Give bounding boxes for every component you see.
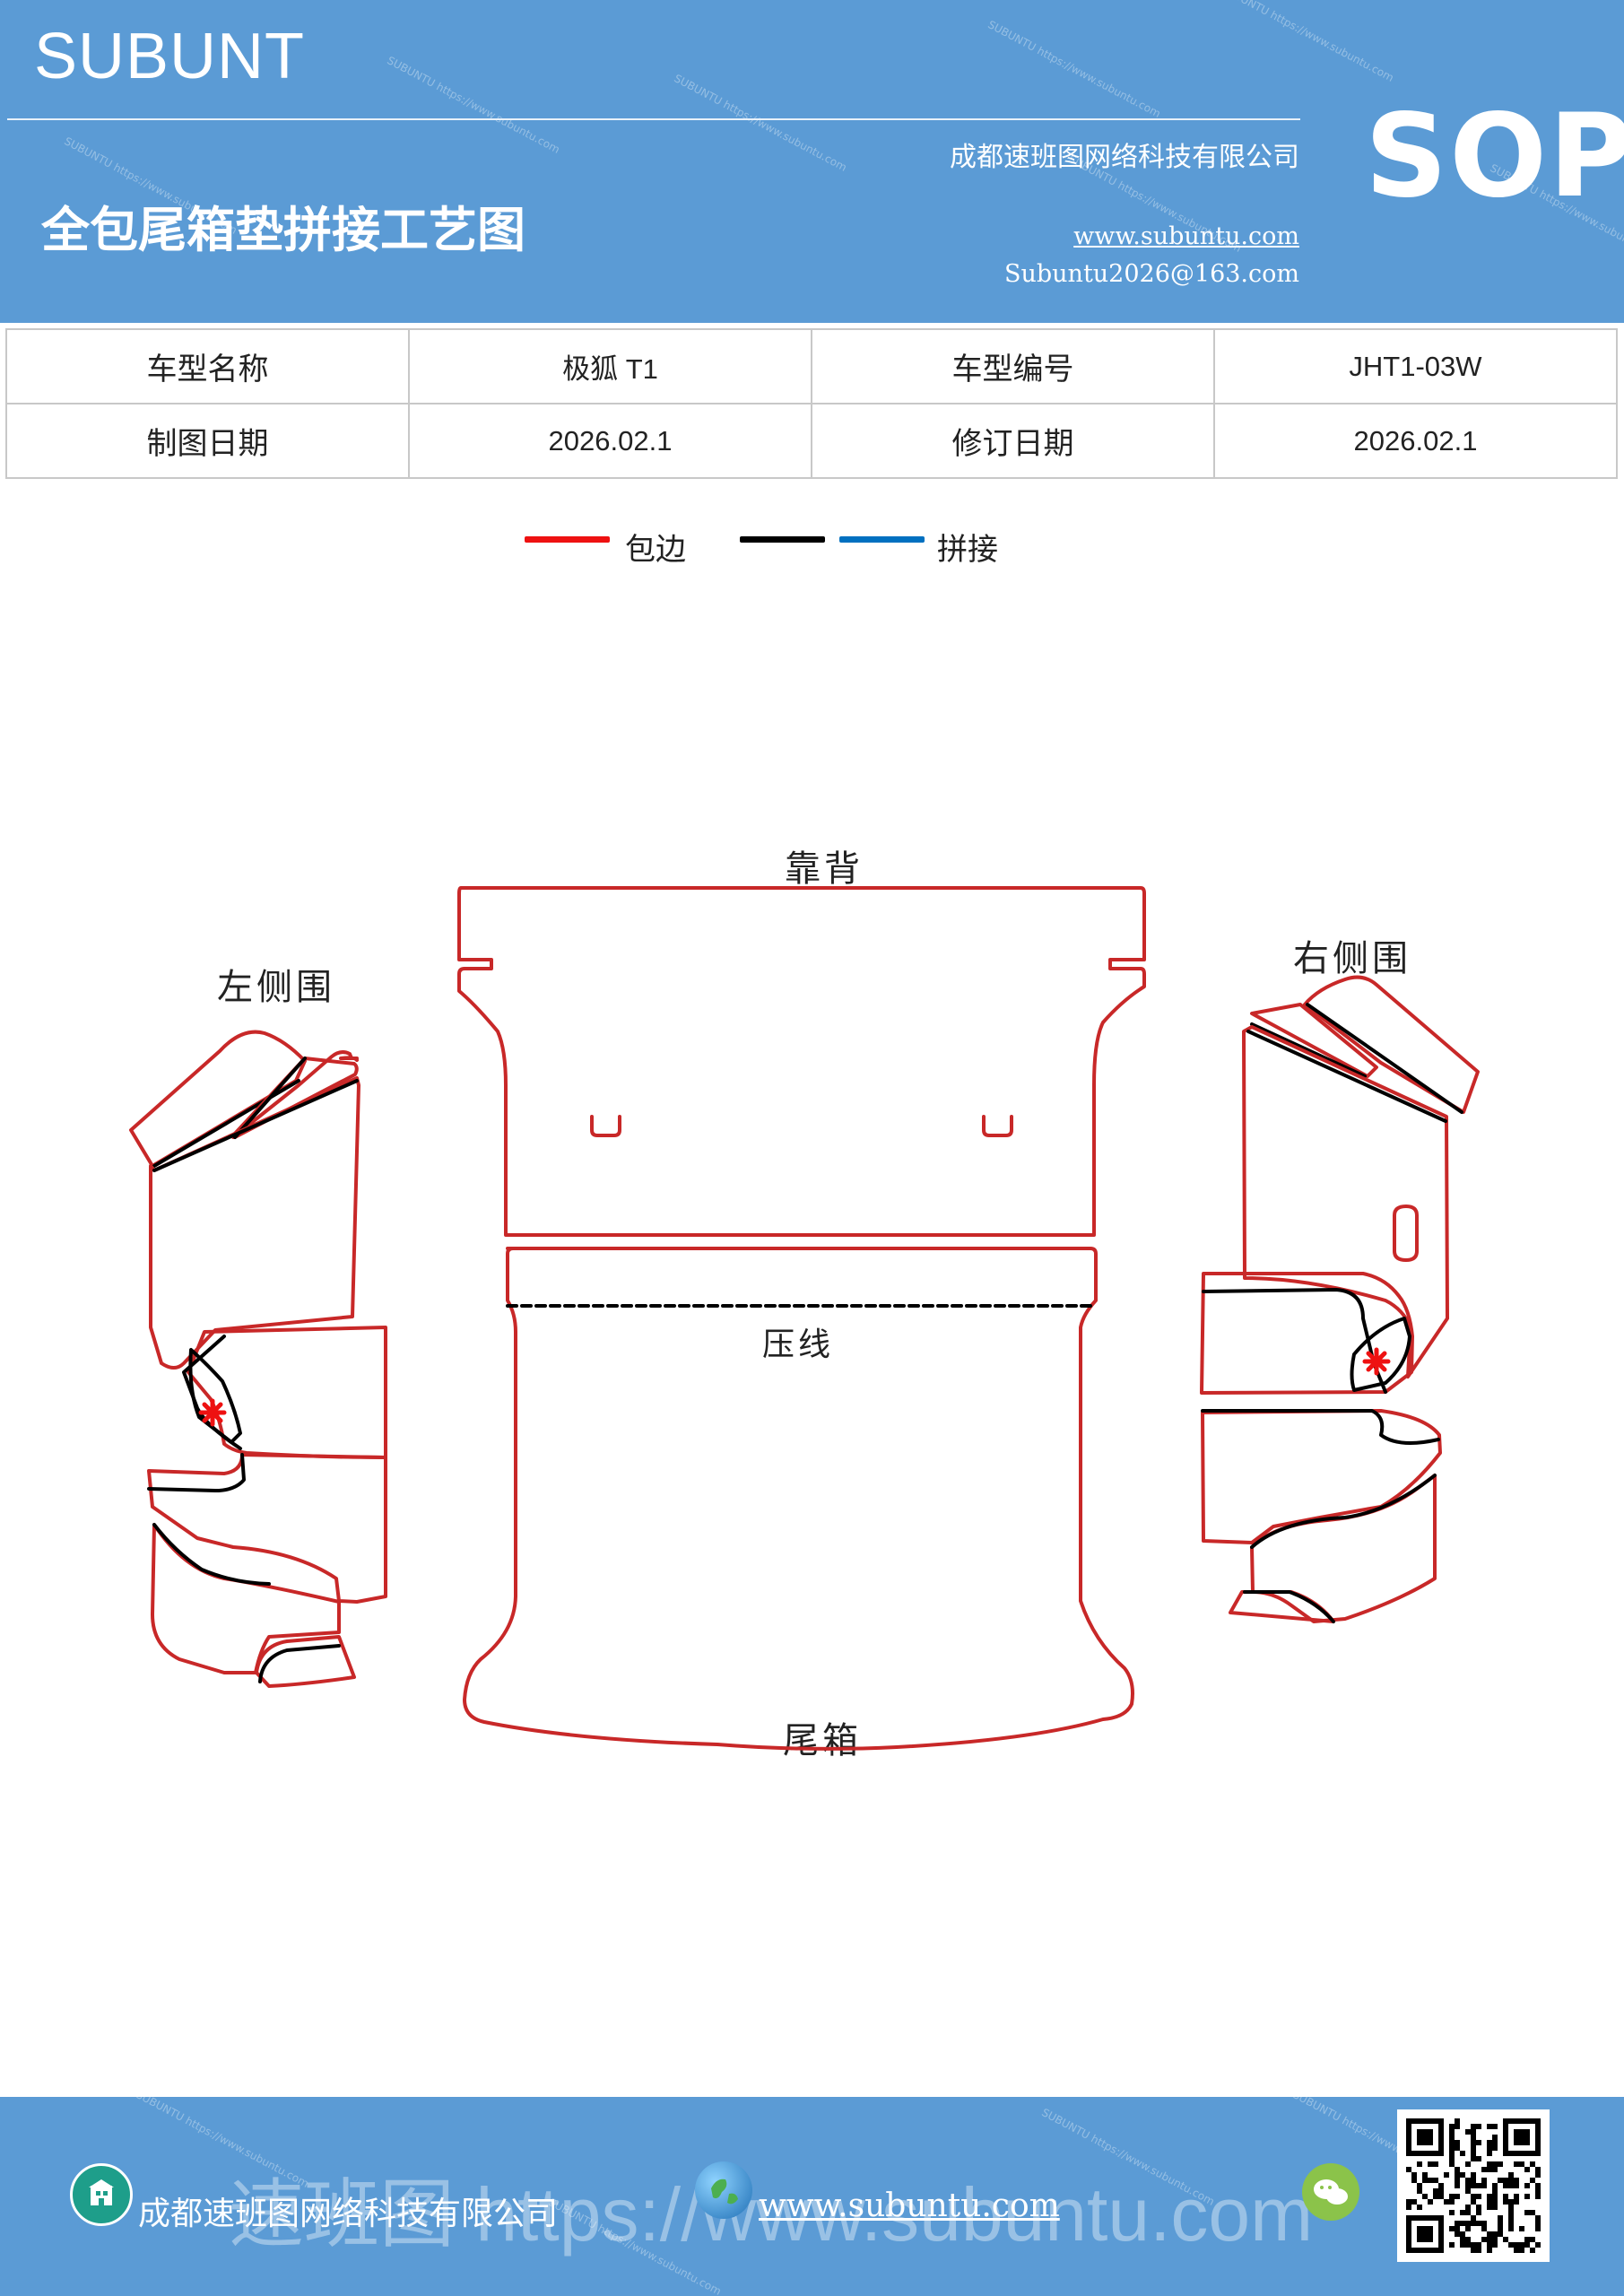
right-pocket bbox=[1350, 1317, 1411, 1392]
label-crease-line: 压线 bbox=[762, 1326, 835, 1363]
globe-icon bbox=[695, 2161, 752, 2219]
header-divider bbox=[7, 118, 1300, 120]
right-top-seam bbox=[1306, 1003, 1463, 1114]
right-main-seam bbox=[1246, 1030, 1447, 1123]
right-lower-panel bbox=[1201, 1409, 1442, 1544]
left-lower-seam bbox=[147, 1453, 246, 1492]
company-name: 成都速班图网络科技有限公司 bbox=[950, 142, 1299, 173]
building-icon bbox=[70, 2163, 133, 2226]
watermark: SUBUNTU https://www.subuntu.com bbox=[1219, 0, 1396, 84]
table-row: 车型名称 极狐 T1 车型编号 JHT1-03W bbox=[5, 328, 1618, 404]
sop-badge: SOP bbox=[1365, 90, 1624, 223]
diagram-svg bbox=[129, 886, 1480, 1751]
footer-website-link[interactable]: www.subuntu.com bbox=[759, 2187, 1060, 2224]
right-window bbox=[1393, 1205, 1419, 1262]
legend-label-seam: 拼接 bbox=[937, 532, 998, 568]
backrest-slot-left bbox=[590, 1115, 621, 1137]
value-model-code: JHT1-03W bbox=[1213, 328, 1618, 404]
right-top-tab-seam bbox=[1250, 1022, 1367, 1078]
label-backrest: 靠背 bbox=[785, 848, 864, 890]
right-asterisk-mark bbox=[1362, 1347, 1391, 1376]
right-lower-seam bbox=[1201, 1409, 1440, 1445]
header-banner: SUBUNTU https://www.subuntu.com SUBUNTU … bbox=[0, 0, 1624, 323]
right-foot-seam bbox=[1243, 1590, 1335, 1623]
value-draw-date: 2026.02.1 bbox=[408, 403, 812, 479]
backrest-slot-right bbox=[982, 1115, 1013, 1137]
backrest-panel-outline bbox=[457, 886, 1146, 1237]
right-mid-seam bbox=[1202, 1288, 1387, 1394]
legend-label-binding: 包边 bbox=[625, 532, 686, 568]
left-foot-strip bbox=[255, 1635, 356, 1688]
value-model-name: 极狐 T1 bbox=[408, 328, 812, 404]
label-left-side-panel: 左侧围 bbox=[217, 967, 335, 1008]
left-tab-seam bbox=[233, 1057, 307, 1139]
legend-swatch-seam bbox=[839, 536, 925, 543]
right-bottom-panel bbox=[1250, 1474, 1437, 1623]
legend-swatch-black bbox=[740, 536, 825, 543]
label-model-code: 车型编号 bbox=[811, 328, 1215, 404]
label-model-name: 车型名称 bbox=[5, 328, 410, 404]
website-link[interactable]: www.subuntu.com bbox=[1073, 222, 1299, 250]
brand-logo-text: SUBUNT bbox=[34, 21, 306, 92]
qr-code[interactable] bbox=[1397, 2109, 1550, 2262]
label-trunk-floor: 尾箱 bbox=[783, 1720, 862, 1761]
left-mid-panel bbox=[187, 1326, 387, 1459]
right-bottom-seam bbox=[1250, 1474, 1437, 1549]
label-draw-date: 制图日期 bbox=[5, 403, 410, 479]
watermark: SUBUNTU https://www.subuntu.com bbox=[986, 18, 1163, 120]
left-main-seam bbox=[152, 1079, 359, 1172]
right-top-wedge bbox=[1303, 975, 1480, 1114]
trunk-floor-outline bbox=[463, 1247, 1134, 1751]
value-revise-date: 2026.02.1 bbox=[1213, 403, 1618, 479]
watermark: SUBUNTU https://www.subuntu.com bbox=[672, 72, 849, 174]
left-main-panel bbox=[149, 1076, 360, 1370]
right-top-tab bbox=[1250, 1003, 1378, 1078]
left-bottom-seam bbox=[152, 1523, 271, 1586]
label-right-side-panel: 右侧围 bbox=[1293, 938, 1411, 979]
footer-banner: SUBUNTU https://www.subuntu.com SUBUNTU … bbox=[0, 2097, 1624, 2296]
left-asterisk-mark bbox=[198, 1398, 227, 1427]
left-lower-panel bbox=[147, 1453, 387, 1604]
footer-watermark-text: 速班图 https://www.subuntu.com bbox=[229, 2172, 1314, 2257]
left-foot-seam bbox=[258, 1644, 341, 1683]
email-address[interactable]: Subuntu2026@163.com bbox=[1004, 260, 1299, 288]
table-row: 制图日期 2026.02.1 修订日期 2026.02.1 bbox=[5, 403, 1618, 479]
legend-swatch-binding bbox=[525, 536, 610, 543]
splice-diagram: 靠背 左侧围 右侧围 压线 尾箱 bbox=[0, 789, 1624, 1794]
right-mid-panel bbox=[1200, 1272, 1414, 1395]
wechat-icon bbox=[1302, 2163, 1359, 2221]
document-title: 全包尾箱垫拼接工艺图 bbox=[41, 202, 525, 258]
vehicle-info-table: 车型名称 极狐 T1 车型编号 JHT1-03W 制图日期 2026.02.1 … bbox=[5, 328, 1618, 479]
left-pocket bbox=[188, 1348, 242, 1444]
left-upper-seam bbox=[152, 1079, 300, 1168]
footer-company-name: 成都速班图网络科技有限公司 bbox=[138, 2196, 559, 2232]
left-upper-strip bbox=[231, 1050, 359, 1139]
watermark: SUBUNTU https://www.subuntu.com bbox=[385, 54, 562, 156]
label-revise-date: 修订日期 bbox=[811, 403, 1215, 479]
